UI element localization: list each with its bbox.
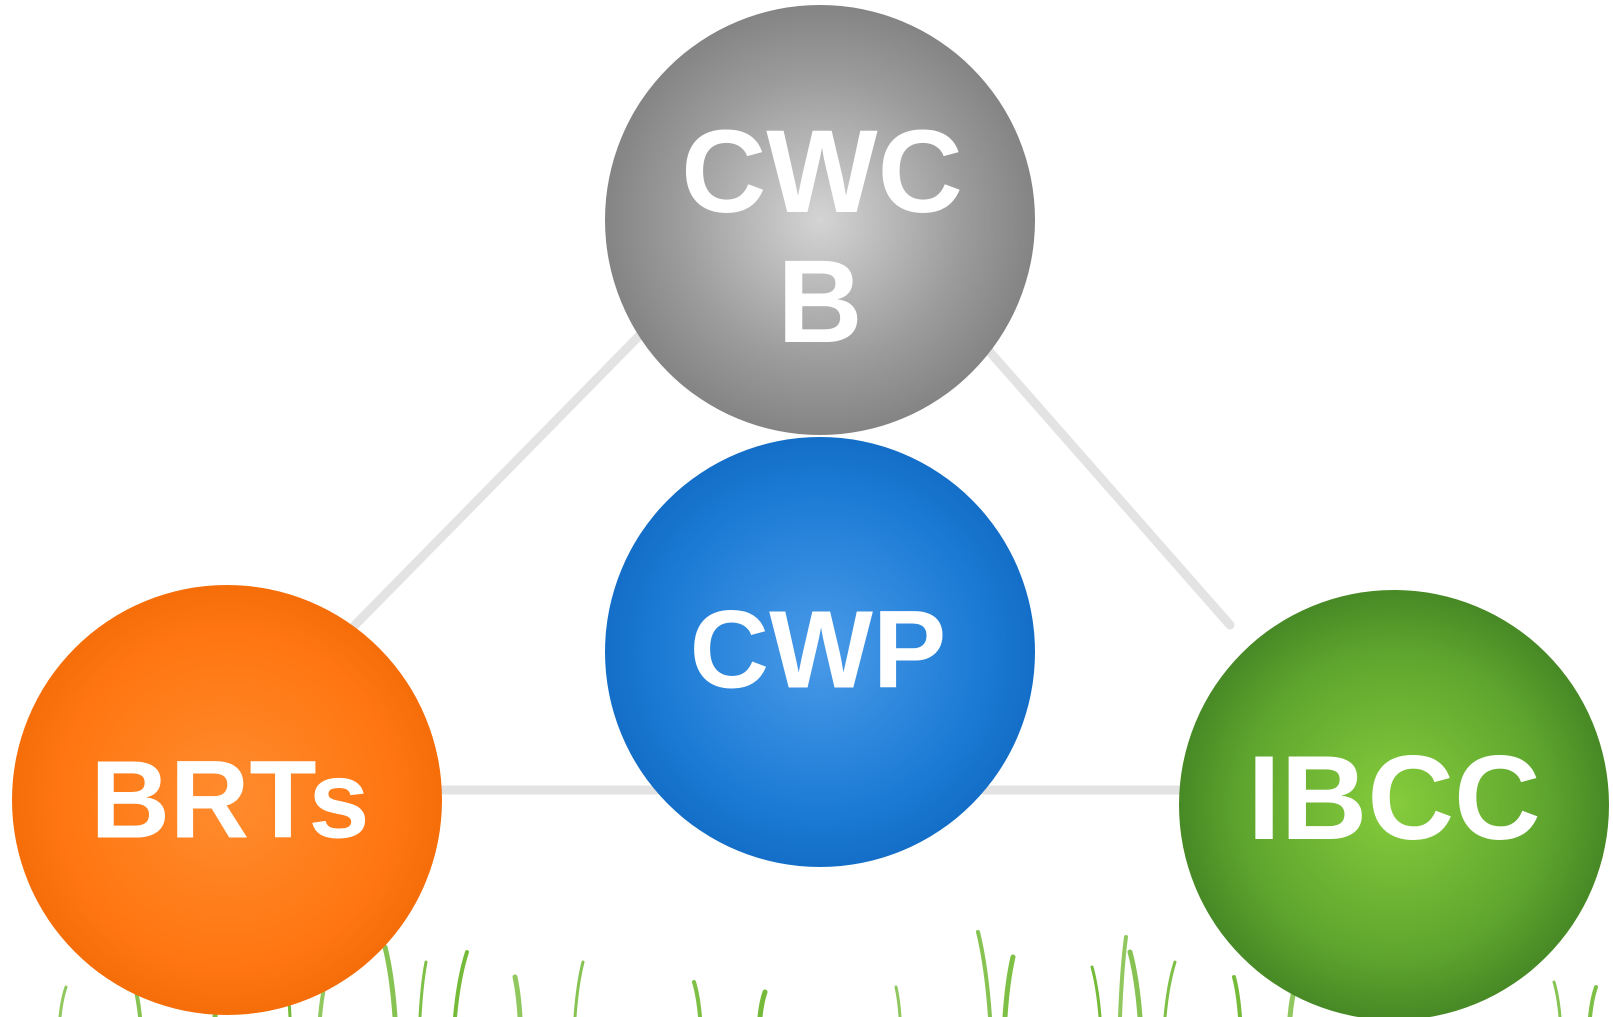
- node-left: BRTs: [12, 585, 442, 1015]
- grass-blade: [512, 974, 523, 1017]
- node-left-circle: [12, 585, 442, 1015]
- edge-top-left: [350, 330, 645, 630]
- grass-blade: [692, 980, 702, 1017]
- grass-blade: [1163, 960, 1177, 1017]
- node-center-circle: [605, 437, 1035, 867]
- grass-blade: [1002, 954, 1016, 1017]
- grass-blade: [976, 930, 992, 1017]
- grass-blade: [757, 989, 768, 1017]
- grass-blade: [1588, 985, 1598, 1017]
- edge-top-right: [970, 330, 1235, 630]
- node-top: CWC B: [605, 5, 1035, 435]
- node-right-label: IBCC: [1247, 731, 1540, 865]
- grass-blade: [573, 960, 585, 1017]
- node-top-label-line2: B: [777, 236, 862, 368]
- grass-blade: [1118, 935, 1128, 1017]
- node-center-label: CWP: [690, 589, 947, 712]
- grass-blade: [382, 944, 398, 1017]
- grass-blade: [1232, 975, 1242, 1017]
- node-top-circle: [605, 5, 1035, 435]
- grass-decoration: [58, 930, 1598, 1017]
- grass-blade: [418, 960, 428, 1017]
- node-top-label-line1: CWC: [681, 106, 963, 238]
- grass-blade: [1090, 965, 1102, 1017]
- node-right: IBCC: [1179, 590, 1609, 1017]
- grass-blade: [1127, 949, 1143, 1017]
- grass-blade: [453, 950, 469, 1017]
- grass-blade: [894, 985, 902, 1017]
- node-left-label: BRTs: [90, 739, 369, 862]
- grass-blade: [58, 985, 68, 1017]
- node-center: CWP: [605, 437, 1035, 867]
- node-right-circle: [1179, 590, 1609, 1017]
- grass-blade: [1552, 980, 1562, 1017]
